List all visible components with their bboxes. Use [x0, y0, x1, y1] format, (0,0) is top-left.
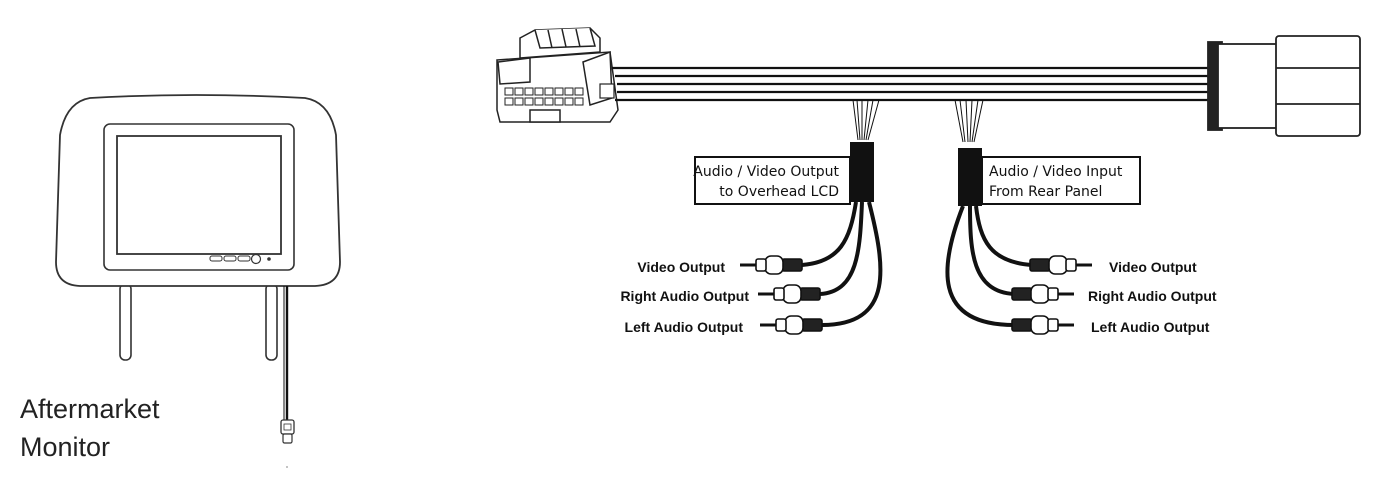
rca-plug-left-audio-left: [760, 315, 823, 335]
right-left-audio-output-label: Left Audio Output: [1091, 319, 1210, 335]
rca-plug-right-audio-left: [758, 284, 821, 304]
input-sleeve: [958, 148, 982, 206]
rca-plug-left-audio-right: [1011, 315, 1074, 335]
output-label-line2: to Overhead LCD: [719, 184, 839, 200]
monitor-caption-line2: Monitor: [20, 432, 110, 462]
rca-plug-video-left: [740, 255, 803, 275]
factory-connector: [1207, 35, 1361, 137]
left-right-audio-output-label: Right Audio Output: [620, 288, 749, 304]
input-label-line2: From Rear Panel: [989, 184, 1102, 200]
monitor-screen: [116, 135, 282, 255]
output-sleeve: [850, 142, 874, 202]
rca-plug-right-audio-right: [1011, 284, 1074, 304]
rca-plug-video-right: [1029, 255, 1092, 275]
monitor-caption-line1: Aftermarket: [20, 394, 160, 424]
multi-pin-connector: [496, 27, 619, 123]
monitor-buttons: [209, 253, 271, 265]
power-button-icon: [250, 253, 262, 265]
right-right-audio-output-label: Right Audio Output: [1088, 288, 1217, 304]
headrest-monitor: Aftermarket Monitor: [20, 94, 341, 468]
headrest-post-left: [119, 283, 132, 361]
left-video-output-label: Video Output: [637, 259, 725, 275]
output-label-line1: Audio / Video Output: [693, 164, 839, 180]
output-label-box: [694, 156, 851, 205]
headrest-post-right: [265, 283, 278, 361]
led-indicator-icon: [267, 257, 271, 261]
output-breakout: Audio / Video Output to Overhead LCD: [620, 99, 883, 335]
left-left-audio-output-label: Left Audio Output: [625, 319, 744, 335]
harness-wires: [612, 66, 1210, 102]
right-video-output-label: Video Output: [1109, 259, 1197, 275]
input-breakout: Audio / Video Input From Rear Panel V: [945, 99, 1217, 335]
input-label-box: [981, 156, 1141, 205]
input-label-line1: Audio / Video Input: [989, 164, 1123, 180]
monitor-plug-icon: [280, 419, 295, 468]
